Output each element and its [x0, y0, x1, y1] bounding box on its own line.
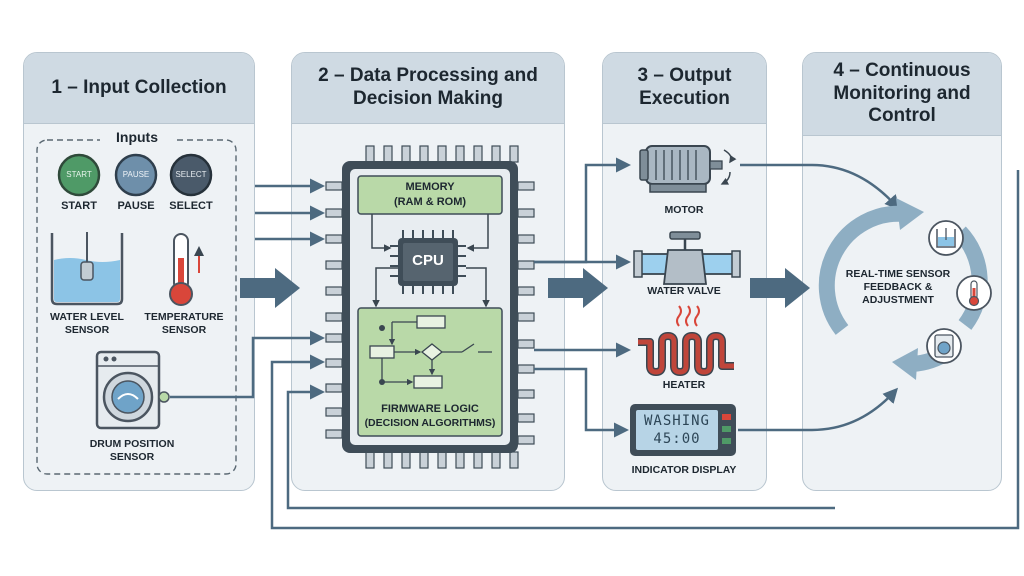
- output-signal-arrows: [534, 157, 631, 438]
- chip-internal-arrows: [371, 214, 490, 308]
- temperature-sensor-label: TEMPERATURE SENSOR: [144, 311, 224, 337]
- inputs-group-frame: [36, 139, 237, 475]
- cpu-chip-icon: [390, 230, 466, 294]
- pause-button-text: PAUSE: [122, 170, 150, 179]
- water-valve-label: WATER VALVE: [647, 285, 721, 297]
- feedback-label: REAL-TIME SENSOR FEEDBACK & ADJUSTMENT: [845, 268, 951, 307]
- flow-arrow-1: [240, 268, 300, 308]
- motor-label: MOTOR: [664, 204, 704, 216]
- stage-title-monitoring: 4 – Continuous Monitoring and Control: [803, 53, 1001, 136]
- stage-title-input: 1 – Input Collection: [24, 53, 254, 124]
- start-button-text: START: [66, 170, 92, 179]
- firmware-label: FIRMWARE LOGIC: [381, 403, 479, 415]
- flow-arrow-3: [750, 268, 810, 308]
- feedback-arrows: [738, 163, 900, 432]
- stage-title-output: 3 – Output Execution: [603, 53, 766, 124]
- water-valve-icon: [633, 231, 741, 285]
- stage-monitoring-control: 4 – Continuous Monitoring and Control: [802, 52, 1002, 491]
- input-signal-arrows: [170, 178, 325, 399]
- inputs-heading: Inputs: [100, 129, 174, 145]
- thermometer-monitor-icon: [956, 275, 992, 311]
- flow-arrow-2: [548, 268, 608, 308]
- start-button[interactable]: [57, 153, 101, 197]
- thermometer-icon: [169, 233, 204, 306]
- memory-label: MEMORY: [405, 181, 455, 193]
- pause-label: PAUSE: [117, 200, 155, 212]
- water-level-monitor-icon: [928, 220, 964, 256]
- cpu-label: CPU: [412, 252, 444, 269]
- select-label: SELECT: [169, 200, 213, 212]
- indicator-display-label: INDICATOR DISPLAY: [631, 464, 737, 476]
- select-button-text: SELECT: [175, 170, 207, 179]
- firmware-sub-label: (DECISION ALGORITHMS): [364, 417, 496, 429]
- stage-title-processing: 2 – Data Processing and Decision Making: [292, 53, 564, 124]
- firmware-logic-block: [357, 307, 503, 437]
- heater-icon: [638, 305, 734, 376]
- display-text-line2: 45:00: [653, 431, 701, 447]
- start-label: START: [61, 200, 97, 212]
- pause-button[interactable]: [114, 153, 158, 197]
- washing-machine-icon: [95, 350, 170, 430]
- motor-icon: [639, 145, 737, 193]
- water-level-sensor-label: WATER LEVEL SENSOR: [50, 311, 124, 337]
- water-level-sensor-icon: [50, 232, 124, 306]
- heater-label: HEATER: [662, 379, 706, 391]
- indicator-display: [630, 404, 736, 456]
- washing-machine-monitor-icon: [926, 328, 962, 364]
- select-button[interactable]: [169, 153, 213, 197]
- memory-sub-label: (RAM & ROM): [393, 196, 467, 208]
- drum-position-sensor-label: DRUM POSITION SENSOR: [89, 438, 175, 464]
- return-feedback-lines: [270, 170, 1020, 530]
- memory-block: [357, 175, 503, 215]
- display-text-line1: WASHING: [643, 413, 710, 429]
